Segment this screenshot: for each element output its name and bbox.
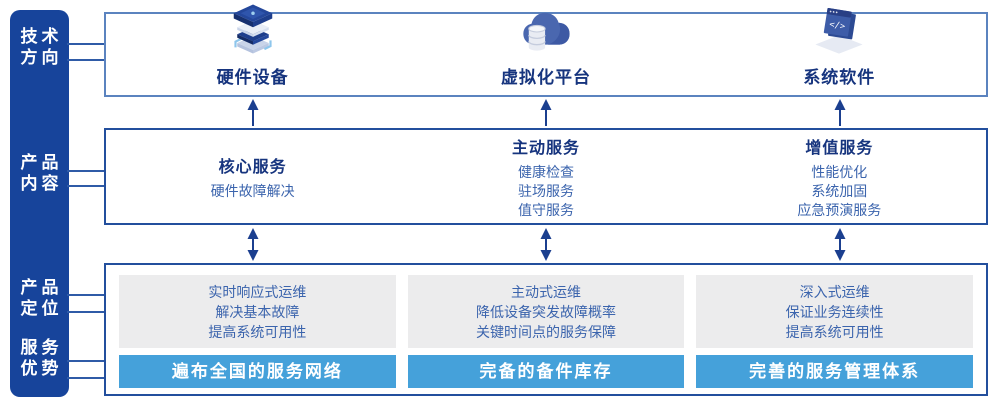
advantage-bar: 完备的备件库存 xyxy=(407,355,685,388)
connector-line xyxy=(67,185,105,187)
cloud-database-icon xyxy=(517,6,575,61)
connector-line xyxy=(67,360,105,362)
positioning-line: 关键时间点的服务保障 xyxy=(476,323,616,340)
service-column-proactive: 主动服务 健康检查 驻场服务 值守服务 xyxy=(399,130,692,223)
software-window-icon: </> xyxy=(811,4,867,61)
service-column-core: 核心服务 硬件故障解决 xyxy=(106,130,399,223)
positioning-column-realtime: 实时响应式运维 解决基本故障 提高系统可用性 遍布全国的服务网络 xyxy=(119,275,396,394)
positioning-box: 主动式运维 降低设备突发故障概率 关键时间点的服务保障 xyxy=(407,275,685,348)
sidebar-label-tech-direction: 技术 方向 xyxy=(10,26,69,68)
positioning-line: 保证业务连续性 xyxy=(785,303,884,320)
sidebar-label-line: 内容 xyxy=(20,174,63,193)
sidebar-label-line: 方向 xyxy=(20,48,63,67)
double-arrow xyxy=(247,228,259,261)
sidebar-label-line: 定位 xyxy=(20,299,63,318)
tech-item-virtualization: 虚拟化平台 xyxy=(399,12,692,95)
connector-line xyxy=(67,294,105,296)
positioning-column-proactive: 主动式运维 降低设备突发故障概率 关键时间点的服务保障 完备的备件库存 xyxy=(407,275,685,394)
product-content-box: 核心服务 硬件故障解决 主动服务 健康检查 驻场服务 值守服务 增值服务 性能优… xyxy=(104,128,988,225)
connector-line xyxy=(67,59,105,61)
advantage-bar: 完善的服务管理体系 xyxy=(696,355,974,388)
double-arrow xyxy=(834,228,846,261)
tech-item-label: 硬件设备 xyxy=(216,68,289,87)
service-item: 应急预演服务 xyxy=(797,201,882,218)
service-column-value-added: 增值服务 性能优化 系统加固 应急预演服务 xyxy=(693,130,986,223)
service-item: 硬件故障解决 xyxy=(210,182,295,199)
up-arrow xyxy=(247,99,259,126)
positioning-line: 降低设备突发故障概率 xyxy=(476,303,616,320)
positioning-line: 实时响应式运维 xyxy=(208,283,307,300)
up-arrow xyxy=(540,99,552,126)
service-item: 系统加固 xyxy=(811,182,868,199)
positioning-line: 提高系统可用性 xyxy=(785,323,884,340)
service-title: 主动服务 xyxy=(511,139,580,157)
connector-line xyxy=(67,311,105,313)
service-item: 健康检查 xyxy=(517,163,574,180)
positioning-box: 实时响应式运维 解决基本故障 提高系统可用性 xyxy=(119,275,396,348)
service-title: 核心服务 xyxy=(218,158,287,176)
positioning-line: 提高系统可用性 xyxy=(208,323,307,340)
positioning-box: 深入式运维 保证业务连续性 提高系统可用性 xyxy=(696,275,974,348)
positioning-line: 深入式运维 xyxy=(799,283,870,300)
sidebar-label-product-content: 产品 内容 xyxy=(10,152,69,194)
tech-direction-box: 硬件设备 虚拟化平台 xyxy=(104,4,988,97)
service-item: 驻场服务 xyxy=(517,182,574,199)
sidebar-label-line: 产品 xyxy=(20,278,63,297)
connector-line xyxy=(67,377,105,379)
service-title: 增值服务 xyxy=(805,139,874,157)
positioning-advantage-box: 实时响应式运维 解决基本故障 提高系统可用性 遍布全国的服务网络 主动式运维 降… xyxy=(104,263,988,396)
sidebar: 技术 方向 产品 内容 产品 定位 服务 优势 xyxy=(10,10,69,397)
service-item: 值守服务 xyxy=(517,201,574,218)
positioning-line: 主动式运维 xyxy=(511,283,581,300)
server-stack-icon xyxy=(225,2,281,61)
sidebar-label-line: 优势 xyxy=(20,359,63,378)
sidebar-label-product-positioning: 产品 定位 xyxy=(10,277,69,319)
sidebar-label-line: 技术 xyxy=(20,27,63,46)
double-arrow xyxy=(540,228,552,261)
up-arrow xyxy=(834,99,846,126)
sidebar-label-service-advantage: 服务 优势 xyxy=(10,337,69,379)
sidebar-label-line: 产品 xyxy=(20,153,63,172)
service-item: 性能优化 xyxy=(811,163,868,180)
tech-item-system-software: </> 系统软件 xyxy=(693,8,986,95)
sidebar-label-line: 服务 xyxy=(20,338,63,357)
connector-line xyxy=(67,170,105,172)
svg-text:</>: </> xyxy=(829,20,846,32)
tech-item-hardware: 硬件设备 xyxy=(106,4,399,95)
connector-line xyxy=(67,43,105,45)
tech-item-label: 系统软件 xyxy=(803,68,876,87)
positioning-column-indepth: 深入式运维 保证业务连续性 提高系统可用性 完善的服务管理体系 xyxy=(696,275,974,394)
tech-item-label: 虚拟化平台 xyxy=(500,68,591,87)
advantage-bar: 遍布全国的服务网络 xyxy=(119,355,396,388)
positioning-line: 解决基本故障 xyxy=(215,303,300,320)
